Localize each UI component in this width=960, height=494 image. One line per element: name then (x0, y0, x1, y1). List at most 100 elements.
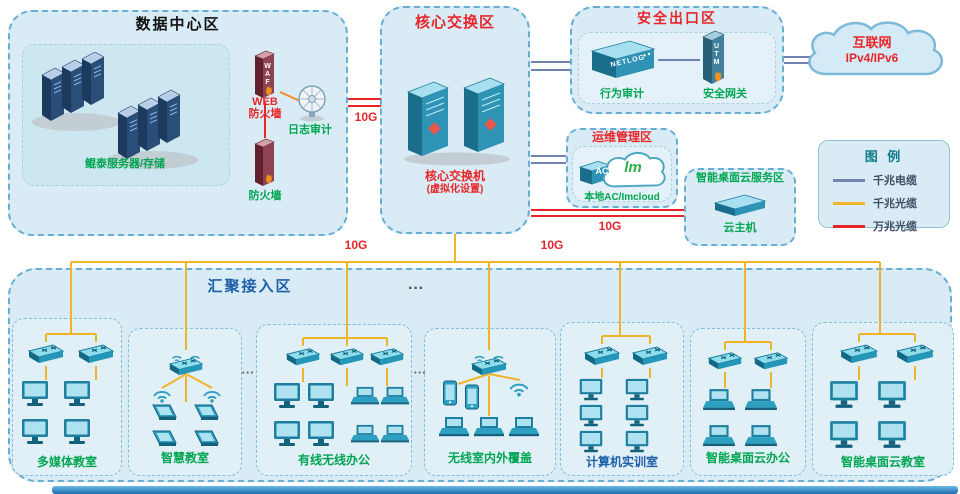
ac-device-text: AC (595, 166, 609, 176)
ten-gigabit-fiber-line-swatch (833, 224, 865, 228)
desktop-monitor (624, 430, 650, 454)
security-title: 安全出口区 (637, 10, 717, 26)
access-switch (894, 342, 936, 366)
imcloud-logo-text: lm (624, 159, 642, 176)
legend: 图 例 千兆电缆 千兆光缆 万兆光缆 (818, 140, 950, 233)
desktop-monitor (578, 430, 604, 454)
zone-core-switching (380, 6, 530, 234)
label-10g-mid: 10G (540, 238, 564, 252)
laptop-device (438, 416, 470, 438)
core-switch-label-line1: 核心交换机 (424, 169, 485, 183)
room-label-smart-classroom: 智慧教室 (160, 451, 209, 465)
phone-device (464, 384, 480, 410)
desktop-monitor (62, 380, 92, 408)
laptop-device (744, 388, 778, 412)
tablet-device (148, 428, 178, 450)
legend-item-fiber-1g: 千兆光缆 (819, 188, 949, 211)
web-firewall-label-line2: 防火墙 (248, 108, 282, 120)
room-label-cloud-classroom: 智能桌面云教室 (840, 455, 925, 469)
desktop-monitor (20, 380, 50, 408)
desktop-monitor (828, 380, 860, 410)
desktop-monitor (624, 378, 650, 402)
firewall-label: 防火墙 (248, 190, 282, 202)
room-label-office: 有线无线办公 (297, 453, 370, 467)
server-cluster (30, 52, 220, 170)
internet-cloud (798, 16, 948, 88)
ops-title: 运维管理区 (591, 130, 652, 144)
desktop-monitor (624, 404, 650, 428)
desktop-monitor (876, 420, 908, 450)
desktop-monitor (306, 382, 336, 410)
ops-device-label: 本地AC/Imcloud (584, 192, 660, 203)
legend-title: 图 例 (864, 149, 904, 164)
laptop-device (380, 386, 410, 406)
desktop-monitor (578, 378, 604, 402)
laptop-device (702, 388, 736, 412)
cloud-host-label: 云主机 (723, 222, 757, 234)
cloud-service-title: 智能桌面云服务区 (696, 172, 784, 184)
core-title: 核心交换区 (414, 14, 495, 31)
gigabit-copper-line-swatch (833, 178, 865, 182)
access-switch (328, 346, 366, 368)
legend-item-label: 万兆光缆 (873, 221, 917, 233)
datacenter-title: 数据中心区 (135, 16, 221, 33)
core-switch-device (400, 74, 515, 166)
laptop-device (473, 416, 505, 438)
desktop-monitor (578, 404, 604, 428)
core-switch-label-line2: (虚拟化设置) (426, 184, 484, 195)
ellipsis-mid-2: ··· (413, 365, 427, 380)
aggregation-title: 汇聚接入区 (207, 278, 293, 295)
gigabit-fiber-line-swatch (833, 201, 865, 205)
desktop-monitor (62, 418, 92, 446)
bottom-divider-bar (52, 486, 958, 494)
access-switch (582, 344, 622, 368)
room-label-computer-training: 计算机实训室 (585, 455, 658, 469)
internet-label-line1: 互联网 (852, 35, 892, 50)
access-switch (838, 342, 880, 366)
label-10g-dc-core: 10G (354, 110, 378, 124)
log-audit-label: 日志审计 (288, 124, 332, 136)
laptop-device (508, 416, 540, 438)
phone-device (442, 380, 458, 406)
room-label-cloud-office: 智能桌面云办公 (705, 451, 790, 465)
access-switch (752, 350, 790, 372)
laptop-device (744, 424, 778, 448)
ellipsis-mid-1: ··· (241, 365, 255, 380)
poe-switch (468, 350, 510, 376)
laptop-device (380, 424, 410, 444)
room-label-multimedia: 多媒体教室 (36, 455, 97, 469)
desktop-monitor (828, 420, 860, 450)
internet-label-line2: IPv4/IPv6 (845, 51, 899, 65)
desktop-monitor (272, 420, 302, 448)
legend-item-fiber-10g: 万兆光缆 (819, 211, 949, 234)
desktop-monitor (272, 382, 302, 410)
utm-gateway-device (700, 30, 728, 86)
behavior-audit-device (588, 38, 658, 82)
web-firewall-device (252, 50, 278, 100)
label-10g-right: 10G (598, 219, 622, 233)
local-ac-imcloud-device (578, 147, 668, 195)
room-label-wireless-coverage: 无线室内外覆盖 (447, 451, 532, 465)
laptop-device (350, 424, 380, 444)
access-switch (76, 342, 116, 366)
cloud-host-device (712, 192, 768, 218)
legend-item-label: 千兆光缆 (873, 198, 917, 210)
poe-switch (166, 350, 206, 376)
utm-device-text: UTM (713, 43, 720, 67)
tablet-device (190, 402, 220, 424)
servers-label: 鲲泰服务器/存储 (84, 158, 166, 170)
waf-device-text: WAF (264, 63, 271, 87)
legend-item-label: 千兆电缆 (873, 175, 917, 187)
access-switch (26, 342, 66, 366)
log-audit-device (296, 84, 328, 122)
access-switch (630, 344, 670, 368)
tablet-device (190, 428, 220, 450)
desktop-monitor (20, 418, 50, 446)
laptop-device (702, 424, 736, 448)
access-switch (368, 346, 406, 368)
legend-item-copper: 千兆电缆 (819, 165, 949, 188)
desktop-monitor (306, 420, 336, 448)
web-firewall-label-line1: WEB (252, 96, 278, 108)
access-switch (284, 346, 322, 368)
